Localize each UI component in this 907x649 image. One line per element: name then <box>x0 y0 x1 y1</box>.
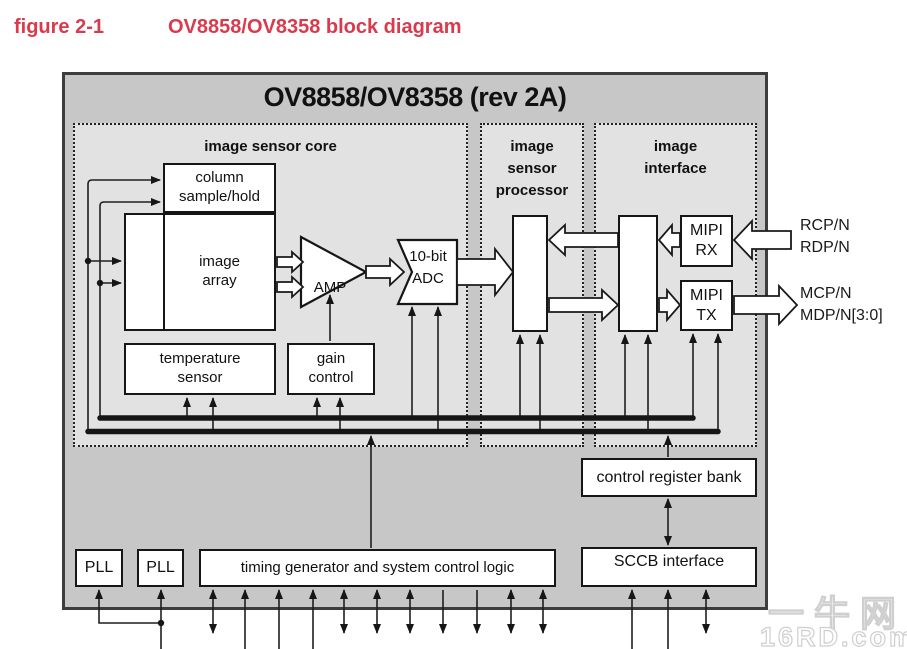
control-bus <box>85 415 721 435</box>
timing-io-lines <box>209 589 547 649</box>
watermark-cjk: 一牛网 <box>767 592 907 634</box>
block-column-sample-hold: column sample/hold <box>163 163 276 213</box>
adc-label: 10-bit ADC <box>409 248 447 287</box>
section-title-interface: image interface <box>644 138 707 177</box>
section-title-core: image sensor core <box>204 138 337 155</box>
row-driver-strip <box>126 215 165 329</box>
arrow-amp-to-adc <box>365 256 406 288</box>
block-timing-generator: timing generator and system control logi… <box>199 549 556 587</box>
block-mipi-rx: MIPI RX <box>680 215 733 267</box>
amp-triangle <box>299 235 369 309</box>
block-temperature-sensor: temperature sensor <box>124 343 276 395</box>
block-pll-2: PLL <box>137 549 184 587</box>
block-isp-pipeline <box>512 215 548 332</box>
signal-lines <box>87 176 722 649</box>
block-mipi-tx: MIPI TX <box>680 280 733 331</box>
adc-shape <box>396 238 459 306</box>
image-array-label: image array <box>199 253 240 289</box>
figure-title: OV8858/OV8358 block diagram <box>168 16 462 38</box>
arrow-if-to-isp <box>547 222 619 258</box>
arrow-array-to-amp-2 <box>276 274 305 300</box>
arrow-isp-to-if <box>548 287 620 323</box>
arrow-array-to-amp-1 <box>276 249 305 275</box>
block-interface-pipeline <box>618 215 658 332</box>
block-image-array: image array <box>124 213 276 331</box>
chip-title: OV8858/OV8358 (rev 2A) <box>263 82 567 112</box>
block-pll-1: PLL <box>75 549 123 587</box>
arrow-rx-to-if <box>657 222 681 258</box>
figure-label: figure 2-1 <box>14 16 105 38</box>
watermark-site: 16RD.com <box>759 621 907 649</box>
block-sccb-interface: SCCB interface <box>581 547 757 587</box>
datapath-arrows <box>276 218 799 327</box>
pin-label-mipi-tx-out: MCP/N MDP/N[3:0] <box>800 285 883 324</box>
arrow-tx-to-ext <box>733 283 799 327</box>
arrow-ext-to-rx <box>732 218 792 262</box>
arrow-if-to-tx <box>658 287 682 323</box>
amp-label: AMP <box>313 279 347 296</box>
pin-label-mipi-rx-in: RCP/N RDP/N <box>800 217 850 256</box>
arrow-adc-to-isp <box>456 246 515 298</box>
section-title-processor: image sensor processor <box>495 138 569 199</box>
junction-dots <box>84 257 165 627</box>
block-control-register-bank: control register bank <box>581 458 757 497</box>
block-gain-control: gain control <box>287 343 375 395</box>
